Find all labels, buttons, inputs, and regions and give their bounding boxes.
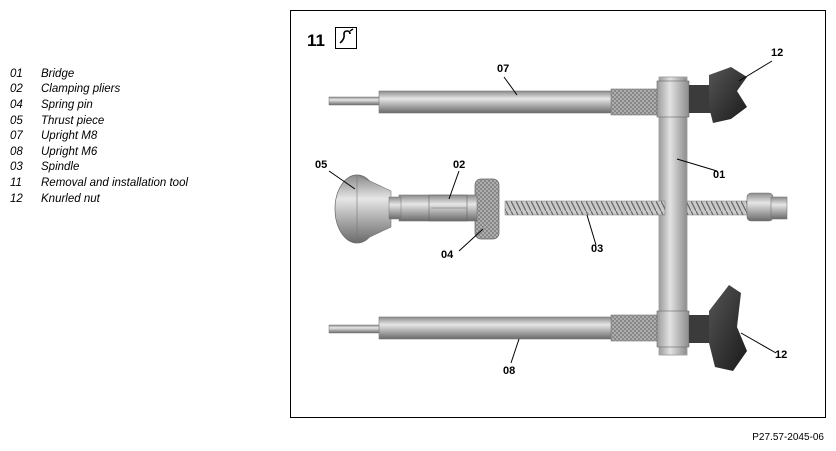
callout-03: 03 [591,243,604,255]
legend-number: 01 [10,67,23,80]
legend-item: 02 Clamping pliers [10,82,280,98]
legend-label: Bridge [41,67,75,80]
bridge-part [658,76,688,356]
special-tool-icon [335,27,357,49]
legend-label: Knurled nut [41,192,100,205]
tool-drawing [328,60,788,371]
knurled-nut-top [656,67,747,123]
knurled-nut-bottom [656,285,747,371]
spring-pin-part [474,178,500,240]
legend-number: 03 [10,161,23,174]
callout-02: 02 [453,159,466,171]
callout-12-bottom: 12 [775,349,788,361]
legend-item: 11 Removal and installation tool [10,175,280,191]
callout-07: 07 [497,63,510,75]
spindle-part [504,192,788,222]
legend-number: 11 [10,176,22,189]
upright-m8-part [328,88,662,116]
legend-label: Clamping pliers [41,83,121,96]
legend-label: Thrust piece [41,114,105,127]
legend-item: 08 Upright M6 [10,144,280,160]
legend-label: Spring pin [41,98,93,111]
legend-number: 05 [10,114,23,127]
callout-05: 05 [315,159,328,171]
clamping-pliers-part [398,194,478,222]
legend-label: Upright M6 [41,145,98,158]
legend-number: 04 [10,98,23,111]
legend-label: Upright M8 [41,130,98,143]
leader-lines [328,60,777,364]
legend-item: 04 Spring pin [10,97,280,113]
legend-item: 03 Spindle [10,160,280,176]
legend-label: Removal and installation tool [41,176,189,189]
legend-item: 07 Upright M8 [10,128,280,144]
legend-number: 08 [10,145,23,158]
legend-item: 12 Knurled nut [10,191,280,207]
legend-label: Spindle [41,161,80,174]
thrust-piece-part [334,174,402,244]
callout-01: 01 [713,169,726,181]
legend-number: 12 [10,192,23,205]
legend-item: 05 Thrust piece [10,113,280,129]
parts-legend: 01 Bridge 02 Clamping pliers 04 Spring p… [10,66,280,206]
figure-number: 11 [307,31,325,50]
figure-reference-code: P27.57-2045-06 [752,432,824,443]
upright-m6-part [328,314,662,342]
callout-08: 08 [503,365,516,377]
legend-number: 07 [10,130,23,143]
tool-figure: 11 12 07 01 05 02 04 03 12 08 [290,10,826,418]
legend-number: 02 [10,83,23,96]
legend-item: 01 Bridge [10,66,280,82]
callout-12-top: 12 [771,47,784,59]
callout-04: 04 [441,249,454,261]
